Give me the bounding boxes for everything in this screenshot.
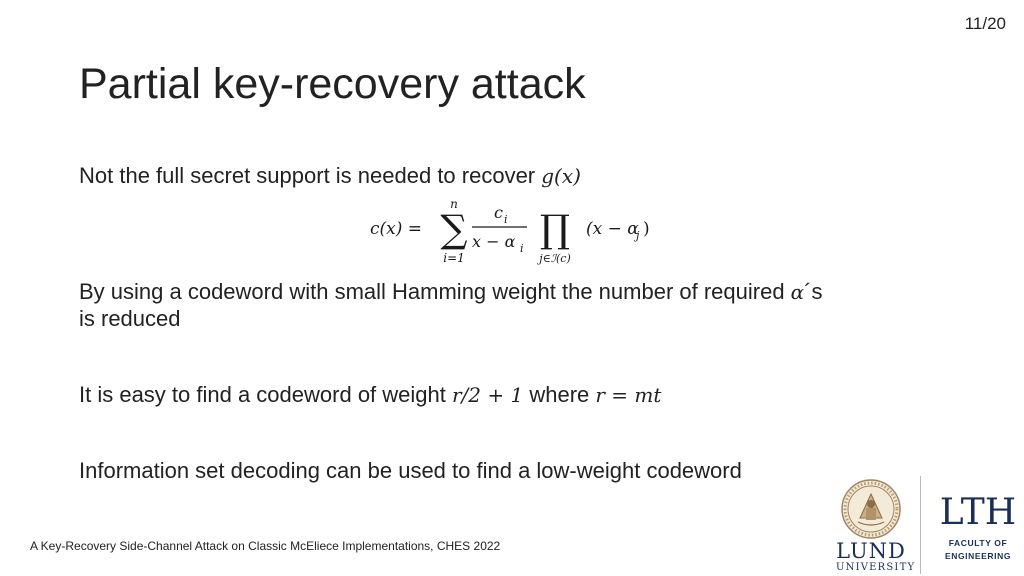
bullet-2-suffix: ´s <box>804 279 823 304</box>
logo-divider <box>920 476 921 574</box>
formula-prod-bottom: j∈ℐ(c) <box>536 252 570 265</box>
formula: c(x) = n ∑ i=1 c i x − α i ∏ j∈ℐ(c) (x −… <box>370 196 660 268</box>
formula-denominator-sub: i <box>520 242 524 255</box>
bullet-1-text: Not the full secret support is needed to… <box>79 163 542 188</box>
bullet-3-math: r/2 + 1 <box>451 383 524 407</box>
footer-citation: A Key-Recovery Side-Channel Attack on Cl… <box>30 539 501 553</box>
formula-rhs-sub: j <box>633 229 640 242</box>
bullet-2-math: α <box>790 280 805 304</box>
bullet-2-text: By using a codeword with small Hamming w… <box>79 279 791 304</box>
product-symbol: ∏ <box>540 207 570 251</box>
bullet-3: It is easy to find a codeword of weight … <box>79 382 661 408</box>
lth-logo-main: LTH <box>939 492 1017 533</box>
sum-symbol: ∑ <box>440 207 467 251</box>
bullet-2: By using a codeword with small Hamming w… <box>79 279 823 305</box>
bullet-3-mid: where <box>523 382 596 407</box>
formula-sum-bottom: i=1 <box>443 251 465 265</box>
formula-numerator-sub: i <box>504 213 508 226</box>
bullet-4: Information set decoding can be used to … <box>79 458 742 483</box>
bullet-3-math2: r = mt <box>595 383 662 407</box>
bullet-2-continuation: is reduced <box>79 306 181 331</box>
lund-logo-sub: UNIVERSITY <box>836 562 916 573</box>
formula-rhs-close: ) <box>643 219 650 239</box>
formula-numerator: c <box>494 203 503 222</box>
bullet-3-text: It is easy to find a codeword of weight <box>79 382 452 407</box>
formula-rhs: (x − α <box>586 219 639 239</box>
formula-lhs: c(x) = <box>370 219 422 239</box>
lund-logo-main: LUND <box>836 539 906 563</box>
slide-title: Partial key-recovery attack <box>79 60 586 108</box>
page-number: 11/20 <box>964 14 1006 33</box>
lund-seal-icon <box>840 478 902 540</box>
formula-denominator: x − α <box>472 232 516 251</box>
lth-logo-sub-1: FACULTY OF <box>948 538 1008 548</box>
lth-logo-sub-2: ENGINEERING <box>944 551 1012 561</box>
bullet-1: Not the full secret support is needed to… <box>79 163 581 189</box>
lth-logo: LTH FACULTY OF ENGINEERING <box>936 494 1020 562</box>
lund-university-logo: LUND UNIVERSITY <box>836 539 916 573</box>
bullet-1-math: g(x) <box>541 164 581 188</box>
formula-sum-top: n <box>450 197 458 211</box>
